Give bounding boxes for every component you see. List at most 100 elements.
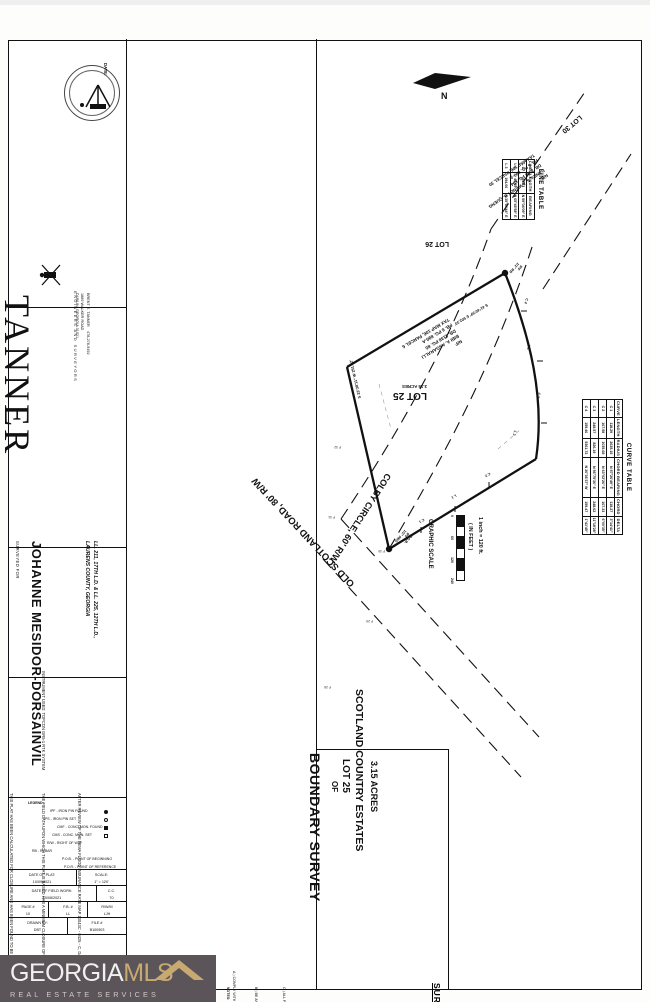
curve-table-row-cell: 248.62 bbox=[590, 497, 599, 517]
curve-table-row-cell: 3°14'41" bbox=[606, 516, 615, 535]
fielddate-value: 10/08/2021 bbox=[42, 896, 62, 900]
curve-table-title: CURVE TABLE bbox=[625, 442, 631, 492]
graphic-scale-tick-120: 120 bbox=[450, 557, 454, 563]
curve-table-row-cell: 167.58 bbox=[598, 417, 607, 439]
line-table-row-cell: N 35°54'44" E bbox=[502, 193, 511, 220]
graphic-scale-tick-240: 240 bbox=[450, 578, 454, 584]
note-field-closure: THE FIELD DATA UPON WHICH THIS PLAT IS B… bbox=[41, 793, 46, 1002]
cc-value: 70 bbox=[109, 896, 114, 900]
georgiamls-watermark: GEORGIA MLS REAL ESTATE SERVICES bbox=[0, 955, 216, 1002]
drawnby-label: DRAWN BY: bbox=[27, 921, 48, 925]
cc-label: C.C. bbox=[107, 889, 116, 893]
curve-table-row-cell: C 1 bbox=[606, 399, 615, 418]
seal-transit-icon bbox=[80, 84, 111, 109]
firm-date-label: DATE: bbox=[103, 63, 108, 76]
line-table-row-col-header: LINE bbox=[526, 159, 535, 173]
curve-table-row-col-header: LENGTH bbox=[614, 417, 623, 439]
rw-label: R/W/M bbox=[101, 905, 113, 909]
curve-table-row-cell: N 57°26'49" E bbox=[606, 457, 615, 498]
line-table-row-col-header: LENGTH bbox=[526, 172, 535, 194]
line-table-row-cell: L 2 bbox=[510, 159, 519, 173]
curve-table-row-cell: C 2 bbox=[598, 399, 607, 418]
cmf-icon bbox=[104, 826, 108, 830]
curve-table-row-col-header: RADIUS bbox=[614, 438, 623, 458]
notes-block: THIS PLAT HAS BEEN CALCULATED FOR CLOSUR… bbox=[8, 547, 126, 1002]
map-label-lot25-area: 3.15 ACRES bbox=[402, 384, 427, 389]
titleblock-cell-cc: C.C. 70 bbox=[96, 886, 126, 901]
drawnby-value: DBT bbox=[33, 928, 42, 932]
line-table-row-cell: 48.55 bbox=[510, 172, 519, 194]
surveyors-certification-block: SURVEYORS CERTIFICATION bbox=[317, 749, 449, 1002]
legend-item-pob: P.O.B. - POINT OF BEGINNING bbox=[62, 857, 113, 861]
line-table-row-cell: 194.06 bbox=[502, 172, 511, 194]
graphic-scale: GRAPHIC SCALE ( IN FEET ) 1 inch = 120 f… bbox=[417, 515, 495, 584]
north-arrow-label: N bbox=[441, 91, 448, 101]
scale-value: 1" = 120' bbox=[94, 880, 109, 884]
firm-contact: BRENT E. TANNER 478-278-9492 1889 WALKER… bbox=[75, 293, 90, 355]
curve-table-row-cell: 118.27 bbox=[606, 497, 615, 517]
titleblock-cell-scale: SCALE: 1" = 120' bbox=[76, 870, 126, 885]
titleblock-row-scale: SCALE: 1" = 120' DATE OF PLAT: 10/09/202… bbox=[8, 869, 126, 885]
curve-table-row-cell: N 56°75'36" E bbox=[590, 457, 599, 498]
curve-table-row-cell: 1035.68 bbox=[598, 438, 607, 458]
curve-table-row-cell: C 4 bbox=[582, 399, 591, 418]
map-tag-f30: F 30 bbox=[378, 549, 385, 553]
curve-table-row-cell: 159.46 bbox=[582, 417, 591, 439]
watermark-brand-row: GEORGIA MLS bbox=[10, 959, 216, 988]
note-paragraph-c: C.) ALL PLATS FOR RECORD WILL BE FILED E… bbox=[282, 987, 286, 1002]
legend-block: LEGEND: IPF - IRON PIN FOUND IPS - IRON … bbox=[8, 797, 126, 869]
curve-table-row-cell: 2635.15 bbox=[606, 438, 615, 458]
graphic-scale-tick-0: 0 bbox=[450, 515, 454, 517]
curve-table-row-cell: N 63°02'26" E bbox=[598, 457, 607, 498]
notes-and-certification-text-column: THIS PLAT IS A RETRACEMENT OF AN EXISTIN… bbox=[127, 39, 317, 1002]
surveyed-for-label: SURVEYED FOR bbox=[15, 541, 20, 579]
chevron-roof-icon bbox=[154, 960, 204, 980]
curve-table-row-col-header: DELTA bbox=[614, 516, 623, 535]
map-tag-f31: F 31 bbox=[328, 515, 335, 519]
graphic-scale-tick-60: 60 bbox=[450, 536, 454, 540]
title-block: 1 OF 1 FILE # B100903 DRAWN BY: DBT bbox=[0, 39, 127, 1002]
curve-table-row-col-header: CHORD BEARING bbox=[614, 457, 623, 498]
graphic-scale-title: GRAPHIC SCALE bbox=[427, 519, 433, 569]
curve-table-row-col-header: CURVE bbox=[614, 399, 623, 418]
curve-table-row-cell: 249.57 bbox=[590, 417, 599, 439]
cms-icon bbox=[104, 834, 108, 838]
curve-table-row-cell: 11°18'28" bbox=[590, 516, 599, 535]
firm-name: TANNER bbox=[0, 295, 37, 457]
map-label-lot26: LOT 26 bbox=[425, 240, 449, 247]
ipf-icon bbox=[104, 810, 108, 814]
curve-table-row-cell: 6°00'35" bbox=[598, 516, 607, 535]
note-closure: THIS PLAT HAS BEEN CALCULATED FOR CLOSUR… bbox=[9, 793, 14, 1002]
survey-map-graphic bbox=[322, 73, 632, 778]
curve-table-row-cell: 826.19 bbox=[590, 438, 599, 458]
survey-drawing-area: OLD SCOTLAND ROAD, 80' R/W COLBY CIRCLE,… bbox=[250, 39, 641, 989]
curve-table-row-cell: 118.29 bbox=[606, 417, 615, 439]
line-table-row-cell: L 1 bbox=[518, 159, 527, 173]
legend-item-cms: CMS - CONC. MON. SET bbox=[52, 833, 93, 837]
map-label-lot25: LOT 25 bbox=[393, 390, 427, 401]
surveying-firm-block: TANNER ENGINEERS AND SURVEYORS BRENT E. … bbox=[0, 39, 126, 456]
surveyed-for-client: JOHANNE MESIDOR-DORSAINVIL bbox=[29, 541, 44, 767]
curve-table-row-cell: C 3 bbox=[590, 399, 599, 418]
line-table-row-cell: 34.43 bbox=[518, 172, 527, 194]
map-tag-f32: F 32 bbox=[334, 445, 341, 449]
note-flood-zone: AFTER REVIEW OF THE FEMA FLOOD INSURANCE… bbox=[77, 793, 82, 1002]
titleblock-cell-file: FILE # B100903 bbox=[67, 918, 126, 934]
surveying-transit-icon bbox=[39, 264, 61, 286]
titleblock-row-file: FILE # B100903 DRAWN BY: DBT bbox=[8, 917, 126, 934]
certification-heading: SURVEYORS CERTIFICATION bbox=[432, 983, 442, 1002]
curve-table-row-cell: 159.47 bbox=[582, 497, 591, 517]
titleblock-cell-rw: R/W/M LJH bbox=[87, 902, 126, 917]
curve-table-row-cell: 1°41'45" bbox=[582, 516, 591, 535]
map-tag-f29: F 29 bbox=[366, 619, 373, 623]
